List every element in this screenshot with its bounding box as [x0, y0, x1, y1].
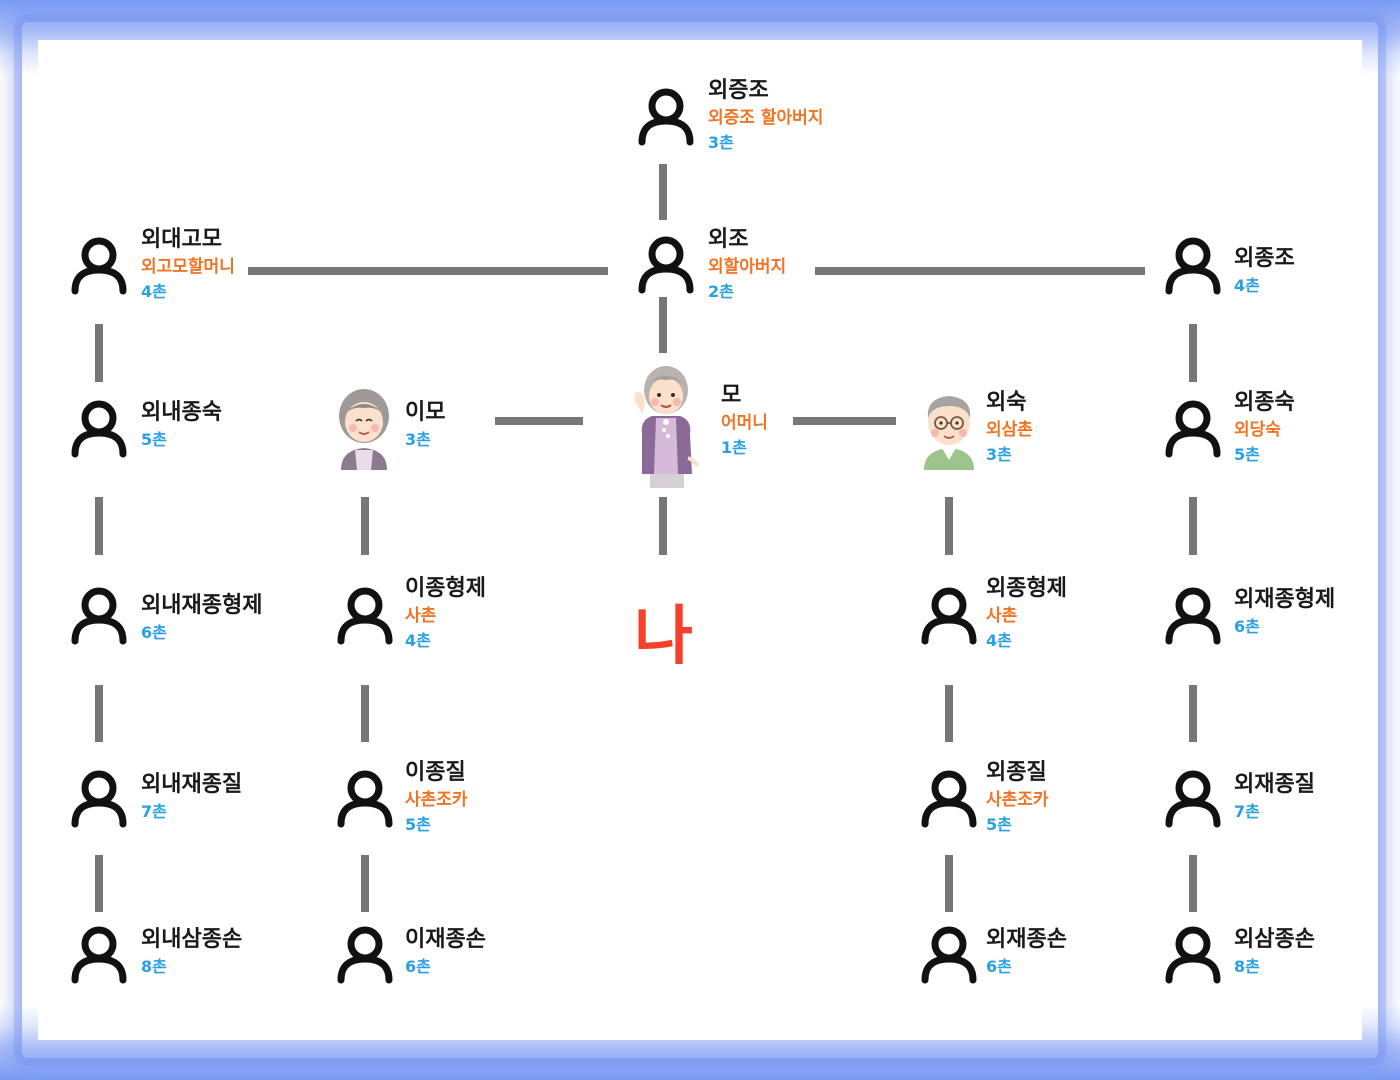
connector-line — [945, 685, 953, 742]
connector-line — [95, 324, 103, 382]
node-degree: 4촌 — [986, 631, 1012, 650]
node-name: 외내삼종손 — [141, 927, 243, 952]
node-degree: 5촌 — [141, 430, 167, 449]
node-name: 외내재종질 — [141, 772, 243, 797]
node-degree: 6촌 — [405, 957, 431, 976]
connector-line — [361, 855, 369, 912]
node-degree: 7촌 — [141, 802, 167, 821]
person-outline-icon — [921, 770, 977, 828]
node-name: 외종숙 — [1234, 390, 1295, 415]
node-degree: 5촌 — [986, 815, 1012, 834]
node-kinship-term: 사촌조카 — [986, 790, 1049, 810]
node-name: 외재종질 — [1234, 772, 1315, 797]
grandmother-illustration-icon — [634, 366, 700, 488]
node-name: 외증조 — [708, 78, 769, 103]
node-name: 외재종손 — [986, 927, 1067, 952]
person-outline-icon — [71, 237, 127, 295]
node-degree: 7촌 — [1234, 802, 1260, 821]
node-name: 외조 — [708, 227, 749, 252]
node-kinship-term: 외할아버지 — [708, 257, 787, 277]
node-degree: 6촌 — [986, 957, 1012, 976]
connector-line — [815, 267, 1145, 275]
node-name: 외삼종손 — [1234, 927, 1315, 952]
person-outline-icon — [1165, 237, 1221, 295]
node-degree: 4촌 — [1234, 276, 1260, 295]
connector-line — [495, 417, 583, 425]
person-outline-icon — [1165, 400, 1221, 458]
person-outline-icon — [337, 770, 393, 828]
node-degree: 5촌 — [1234, 445, 1260, 464]
elderly-woman-illustration-icon — [339, 389, 389, 470]
person-outline-icon — [1165, 926, 1221, 984]
person-outline-icon — [638, 236, 694, 294]
person-outline-icon — [1165, 770, 1221, 828]
connector-line — [1189, 685, 1197, 742]
elderly-man-illustration-icon — [924, 396, 974, 470]
node-degree: 3촌 — [986, 445, 1012, 464]
node-kinship-term: 외증조 할아버지 — [708, 108, 824, 128]
node-name: 외종형제 — [986, 576, 1067, 601]
person-outline-icon — [71, 926, 127, 984]
node-degree: 2촌 — [708, 282, 734, 301]
connector-line — [659, 297, 667, 353]
person-outline-icon — [337, 587, 393, 645]
connector-line — [1189, 497, 1197, 555]
node-kinship-term: 사촌 — [986, 606, 1018, 626]
node-degree: 8촌 — [141, 957, 167, 976]
node-name: 외내종숙 — [141, 400, 222, 425]
connector-line — [95, 685, 103, 742]
node-kinship-term: 외당숙 — [1234, 420, 1281, 440]
node-name: 외내재종형제 — [141, 593, 263, 618]
connector-line — [945, 855, 953, 912]
connector-line — [945, 497, 953, 555]
connector-line — [361, 497, 369, 555]
person-outline-icon — [638, 88, 694, 146]
node-kinship-term: 사촌 — [405, 606, 437, 626]
person-outline-icon — [71, 587, 127, 645]
person-outline-icon — [1165, 587, 1221, 645]
node-name: 외종조 — [1234, 246, 1295, 271]
node-degree: 6촌 — [141, 623, 167, 642]
connector-line — [659, 497, 667, 555]
node-degree: 3촌 — [405, 430, 431, 449]
connector-line — [361, 685, 369, 742]
connector-line — [95, 497, 103, 555]
node-degree: 6촌 — [1234, 617, 1260, 636]
node-name: 이재종손 — [405, 927, 486, 952]
node-name: 모 — [721, 383, 742, 408]
node-kinship-term: 외삼촌 — [986, 420, 1033, 440]
node-name: 이모 — [405, 400, 446, 425]
connector-line — [95, 855, 103, 912]
node-name: 이종형제 — [405, 576, 486, 601]
connector-line — [659, 164, 667, 220]
family-tree-canvas: 외증조 외증조 할아버지 3촌 외조 외할아버지 2촌 외대고모 외고모할머니 … — [38, 40, 1362, 1040]
node-name: 외대고모 — [141, 227, 222, 252]
person-outline-icon — [71, 770, 127, 828]
node-name: 외재종형제 — [1234, 587, 1336, 612]
node-kinship-term: 외고모할머니 — [141, 257, 235, 277]
person-outline-icon — [337, 926, 393, 984]
node-degree: 4촌 — [141, 282, 167, 301]
node-name: 외숙 — [986, 390, 1027, 415]
connector-line — [793, 417, 896, 425]
self-label: 나 — [634, 600, 693, 674]
person-outline-icon — [921, 587, 977, 645]
node-degree: 4촌 — [405, 631, 431, 650]
connector-line — [1189, 855, 1197, 912]
node-degree: 1촌 — [721, 438, 747, 457]
node-name: 이종질 — [405, 760, 466, 785]
person-outline-icon — [71, 400, 127, 458]
node-kinship-term: 어머니 — [721, 413, 768, 433]
connector-line — [248, 267, 608, 275]
node-kinship-term: 사촌조카 — [405, 790, 468, 810]
person-outline-icon — [921, 926, 977, 984]
connector-line — [1189, 324, 1197, 382]
node-name: 외종질 — [986, 760, 1047, 785]
node-degree: 5촌 — [405, 815, 431, 834]
node-degree: 8촌 — [1234, 957, 1260, 976]
node-degree: 3촌 — [708, 133, 734, 152]
